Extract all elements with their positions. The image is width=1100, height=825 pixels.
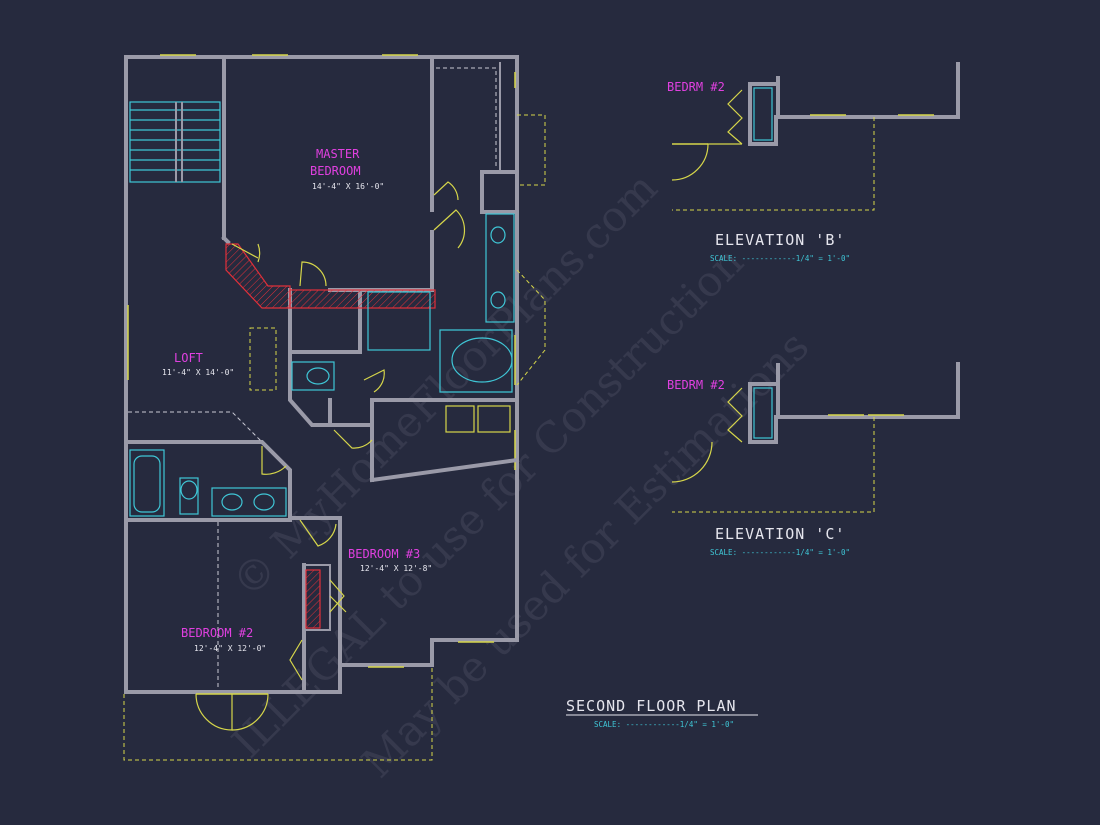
elev-c-title: ELEVATION 'C' bbox=[715, 525, 845, 543]
elev-c-room-tag: BEDRM #2 bbox=[667, 378, 725, 392]
room-label-master-1: MASTER bbox=[316, 147, 360, 161]
room-label-bedroom3: BEDROOM #3 bbox=[348, 547, 420, 561]
room-labels: MASTER BEDROOM 14'-4" X 16'-0" LOFT 11'-… bbox=[162, 147, 432, 653]
doors bbox=[195, 181, 466, 731]
room-dim-loft: 11'-4" X 14'-0" bbox=[162, 368, 234, 377]
elevation-c: BEDRM #2 ELEVATION 'C' SCALE: ----------… bbox=[667, 362, 960, 557]
windows bbox=[127, 54, 516, 695]
elevation-b: BEDRM #2 ELEVATION 'B' SCALE: ----------… bbox=[667, 62, 960, 263]
room-label-loft: LOFT bbox=[174, 351, 203, 365]
plan-title-block: SECOND FLOOR PLAN SCALE: ------------1/4… bbox=[566, 697, 758, 729]
room-dim-bedroom3: 12'-4" X 12'-8" bbox=[360, 564, 432, 573]
exterior-wall bbox=[124, 55, 519, 694]
second-floor-plan: MASTER BEDROOM 14'-4" X 16'-0" LOFT 11'-… bbox=[123, 54, 546, 761]
room-label-bedroom2: BEDROOM #2 bbox=[181, 626, 253, 640]
elev-b-title: ELEVATION 'B' bbox=[715, 231, 845, 249]
room-dim-bedroom2: 12'-4" X 12'-0" bbox=[194, 644, 266, 653]
staircase bbox=[129, 101, 221, 183]
room-dim-master: 14'-4" X 16'-0" bbox=[312, 182, 384, 191]
elev-b-room-tag: BEDRM #2 bbox=[667, 80, 725, 94]
elev-c-scale: SCALE: ------------1/4" = 1'-0" bbox=[710, 548, 850, 557]
room-label-master-2: BEDROOM bbox=[310, 164, 361, 178]
plan-scale: SCALE: ------------1/4" = 1'-0" bbox=[594, 720, 734, 729]
hatched-walls bbox=[225, 243, 436, 629]
fixtures bbox=[129, 213, 515, 517]
dashed-lines bbox=[123, 67, 546, 761]
elev-b-scale: SCALE: ------------1/4" = 1'-0" bbox=[710, 254, 850, 263]
plan-title: SECOND FLOOR PLAN bbox=[566, 697, 737, 715]
